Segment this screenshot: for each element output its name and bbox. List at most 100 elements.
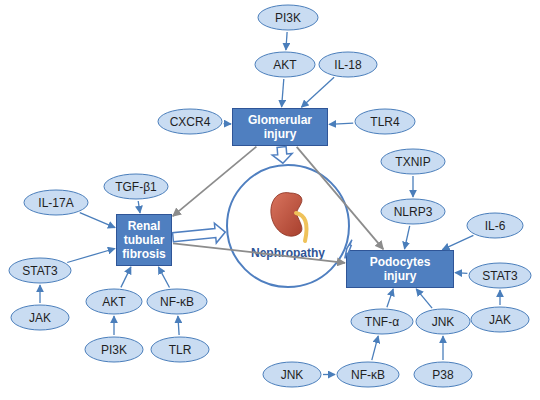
- ureter-shape: [296, 213, 307, 241]
- arrow-line: [323, 374, 335, 375]
- arrow-line: [121, 267, 131, 288]
- shape-fill: [227, 165, 349, 287]
- factor-ellipse: AKT: [85, 288, 143, 315]
- node-label: JAK: [29, 311, 51, 325]
- shape-fill: [255, 52, 315, 77]
- factor-ellipse: TLR4: [354, 108, 416, 135]
- factor-ellipse: JAK: [10, 304, 70, 331]
- factor-ellipse: TLR: [150, 336, 210, 363]
- arrow-line: [442, 235, 473, 249]
- node-label: NLRP3: [394, 205, 433, 219]
- factor-ellipse: STAT3: [8, 257, 72, 284]
- factor-ellipse: PI3K: [84, 336, 144, 363]
- hollow-arrow: [173, 223, 226, 243]
- arrow-line: [412, 176, 413, 197]
- shape-fill: [24, 190, 88, 215]
- node-label: IL-17A: [38, 196, 73, 210]
- link-line: [173, 147, 257, 217]
- shape-fill: [351, 309, 413, 334]
- arrow-line: [442, 336, 443, 360]
- outcome-circle: Nephropathy: [226, 164, 350, 288]
- factor-ellipse: IL-18: [318, 51, 378, 78]
- node-label: AKT: [102, 295, 125, 309]
- node-label: STAT3: [482, 269, 518, 283]
- arrow-line: [80, 213, 115, 228]
- node-label: TLR4: [370, 115, 399, 129]
- shape-fill: [86, 289, 142, 314]
- arrow-line: [405, 226, 410, 249]
- shape-fill: [471, 307, 529, 332]
- injury-box: Podocytes injury: [346, 250, 454, 288]
- node-label: Renal tubular fibrosis: [122, 219, 165, 261]
- factor-ellipse: AKT: [254, 51, 316, 78]
- node-label: JAK: [489, 313, 511, 327]
- node-label: JNK: [281, 368, 304, 382]
- shape-fill: [381, 199, 445, 224]
- hollow-arrow: [345, 240, 352, 259]
- arrow-line: [329, 123, 353, 124]
- shape-fill: [258, 5, 318, 30]
- arrow-line: [224, 123, 231, 125]
- node-label: Podocytes injury: [359, 255, 441, 283]
- node-label: CXCR4: [170, 115, 211, 129]
- link-line: [173, 243, 345, 262]
- arrow-line: [67, 249, 115, 263]
- arrow-line: [416, 289, 432, 308]
- node-label: JNK: [432, 315, 455, 329]
- shape-fill: [381, 149, 445, 174]
- factor-ellipse: TXNIP: [380, 148, 446, 175]
- circle-outline: [226, 164, 350, 288]
- kidney-shape: [271, 193, 302, 237]
- factor-ellipse: JNK: [262, 361, 322, 388]
- node-label: P38: [432, 368, 453, 382]
- node-label: PI3K: [101, 343, 127, 357]
- arrow-line: [286, 32, 287, 50]
- node-label: TXNIP: [395, 155, 430, 169]
- node-label: Glomerular injury: [245, 113, 315, 141]
- node-label: PI3K: [275, 11, 301, 25]
- factor-ellipse: NF-κB: [336, 361, 400, 388]
- arrow-line: [113, 316, 114, 335]
- arrow-line: [158, 267, 169, 288]
- shape-fill: [469, 263, 531, 288]
- arrow-line: [301, 77, 334, 107]
- shape-fill: [158, 109, 222, 134]
- shape-fill: [355, 109, 415, 134]
- hollow-arrow: [272, 147, 292, 164]
- factor-ellipse: CXCR4: [157, 108, 223, 135]
- factor-ellipse: STAT3: [468, 262, 532, 289]
- injury-box: Glomerular injury: [232, 108, 328, 146]
- factor-ellipse: PI3K: [257, 4, 319, 31]
- factor-ellipse: NLRP3: [380, 198, 446, 225]
- link-line: [297, 147, 384, 249]
- shape-fill: [337, 362, 399, 387]
- shape-fill: [151, 337, 209, 362]
- shape-fill: [85, 337, 143, 362]
- node-label: IL-6: [485, 219, 506, 233]
- node-label: TGF-β1: [115, 180, 157, 194]
- factor-ellipse: NF-κB: [146, 288, 208, 315]
- injury-box: Renal tubular fibrosis: [116, 214, 172, 266]
- shape-fill: [263, 362, 321, 387]
- node-label: AKT: [273, 58, 296, 72]
- shape-fill: [467, 213, 523, 238]
- shape-fill: [11, 305, 69, 330]
- arrow-line: [499, 290, 500, 305]
- arrow-line: [387, 289, 393, 307]
- factor-ellipse: IL-17A: [23, 189, 89, 216]
- node-label: NF-κB: [160, 295, 194, 309]
- arrow-line: [39, 285, 40, 303]
- arrow-line: [455, 272, 467, 274]
- shape-fill: [414, 362, 472, 387]
- shape-fill: [416, 309, 470, 334]
- factor-ellipse: TNF-α: [350, 308, 414, 335]
- node-label: TLR: [169, 343, 192, 357]
- node-label: TNF-α: [365, 315, 399, 329]
- node-label: STAT3: [22, 264, 58, 278]
- arrow-line: [138, 201, 140, 213]
- shape-fill: [9, 258, 71, 283]
- factor-ellipse: TGF-β1: [103, 173, 169, 200]
- node-label: IL-18: [334, 58, 361, 72]
- shape-fill: [104, 174, 168, 199]
